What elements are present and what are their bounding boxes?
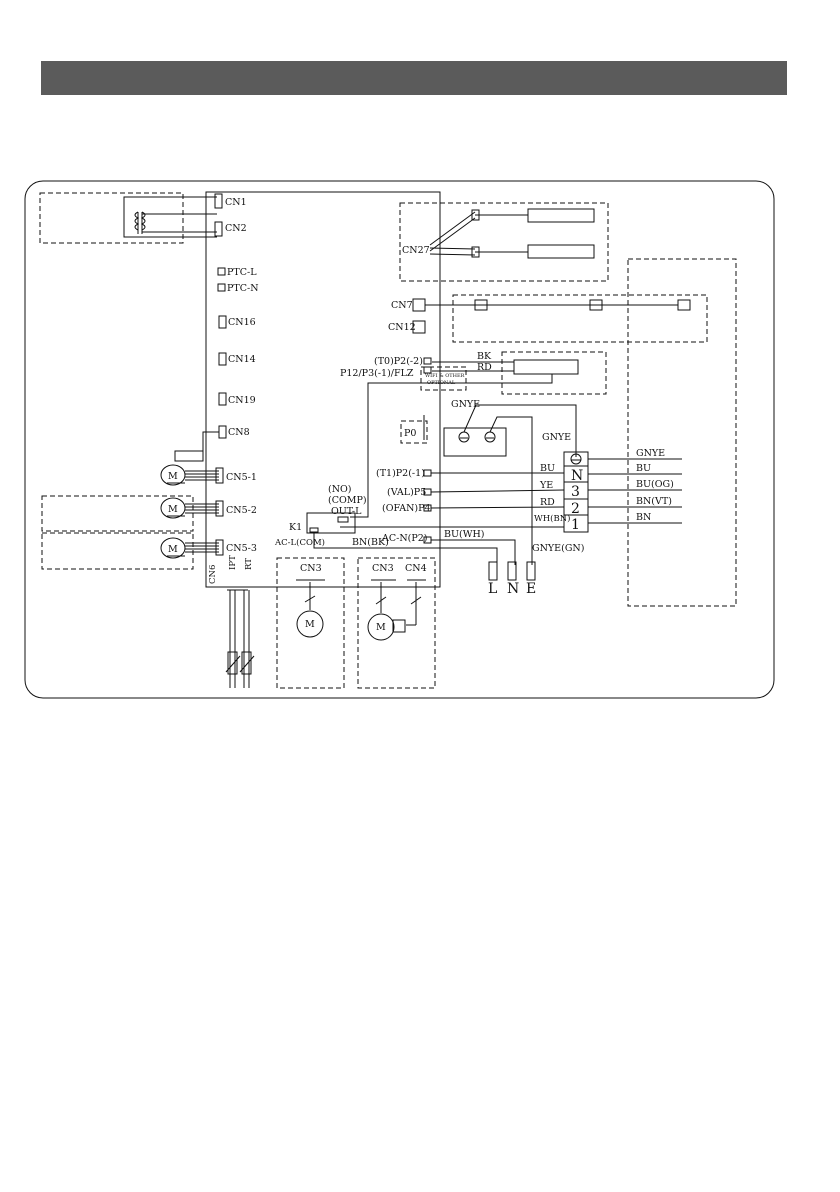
power-e: E [526, 581, 536, 597]
comp-label: (COMP) [328, 495, 367, 506]
terminal-buog: BU(OG) [636, 479, 674, 490]
wire-buwh: BU(WH) [444, 529, 484, 540]
cn14-label: CN14 [228, 354, 256, 365]
wire-bk: BK [477, 351, 492, 362]
cn7-label: CN7 [391, 300, 413, 311]
p12-label: P12/P3(-1)/FLZ [340, 368, 414, 379]
wire-gnye2: GNYE [542, 432, 571, 443]
p0-box [400, 420, 428, 444]
k1-label: K1 [289, 522, 302, 533]
cn6-label: CN6 [208, 565, 218, 584]
wifi-line1: WIFI & OTHER [425, 373, 465, 379]
terminal-n: N [571, 468, 583, 484]
outl-label: OUT-L [331, 506, 362, 517]
power-l: L [488, 581, 497, 597]
wifi-box [420, 366, 467, 391]
cn12-label: CN12 [388, 322, 416, 333]
wire-gnyegn: GNYE(GN) [532, 543, 584, 554]
terminal-1: 1 [571, 517, 580, 533]
p2-t0-label: (T0)P2(-2) [374, 356, 423, 367]
motor-3-label: M [168, 544, 178, 555]
section-header-bar [41, 61, 787, 95]
cn27-box [399, 202, 609, 282]
outer-frame [24, 180, 775, 699]
wire-bnbk: BN(BK) [352, 537, 389, 548]
left-box-3 [41, 532, 194, 570]
cn5-1-label: CN5-1 [226, 472, 257, 483]
wire-bu: BU [540, 463, 555, 474]
transformer-box [39, 192, 184, 244]
p5-label: (VAL)P5 [387, 487, 426, 498]
cn3a-label: CN3 [300, 563, 322, 574]
sensor-box [501, 351, 607, 395]
ptc-n-label: PTC-N [227, 283, 259, 294]
acl-label: AC-L(COM) [274, 537, 325, 548]
terminal-3: 3 [571, 484, 580, 500]
cn2-label: CN2 [225, 223, 247, 234]
cn5-3-label: CN5-3 [226, 543, 257, 554]
wire-whbn: WH(BN) [534, 513, 570, 524]
wire-rd2: RD [540, 497, 555, 508]
rt-label: RT [244, 558, 254, 570]
wifi-line2: OPTIONAL [427, 380, 456, 386]
terminal-2: 2 [571, 501, 580, 517]
main-board [205, 191, 441, 588]
wire-gnye1: GNYE [451, 399, 480, 410]
fan-motor-label: M [305, 619, 315, 630]
cn27-label: CN27 [402, 245, 430, 256]
wire-rd1: RD [477, 362, 492, 373]
wire-ye: YE [539, 480, 553, 491]
motor-1-label: M [168, 471, 178, 482]
cn19-label: CN19 [228, 395, 256, 406]
cn7-box [452, 294, 708, 343]
motor-2-label: M [168, 504, 178, 515]
terminal-bnvt: BN(VT) [636, 496, 672, 507]
right-box [627, 258, 737, 607]
p0-label: P0 [404, 428, 416, 439]
ipt-label: IPT [228, 555, 238, 570]
ac-motor-label: M [376, 622, 386, 633]
ptc-l-label: PTC-L [227, 267, 257, 278]
cn3b-label: CN3 [372, 563, 394, 574]
fan-motor-box [276, 557, 345, 689]
power-n: N [507, 581, 519, 597]
cn16-label: CN16 [228, 317, 256, 328]
motor-box-2 [357, 557, 436, 689]
terminal-bn: BN [636, 512, 651, 523]
cn4-label: CN4 [405, 563, 427, 574]
no-label: (NO) [328, 484, 352, 495]
cn1-label: CN1 [225, 197, 247, 208]
cn5-2-label: CN5-2 [226, 505, 257, 516]
terminal-gnye: GNYE [636, 448, 665, 459]
terminal-bu: BU [636, 463, 651, 474]
acn-label: AC-N(P2) [381, 533, 428, 544]
p2-t1-label: (T1)P2(-1) [376, 468, 425, 479]
cn8-label: CN8 [228, 427, 250, 438]
p4-label: (OFAN)P4 [382, 503, 431, 514]
